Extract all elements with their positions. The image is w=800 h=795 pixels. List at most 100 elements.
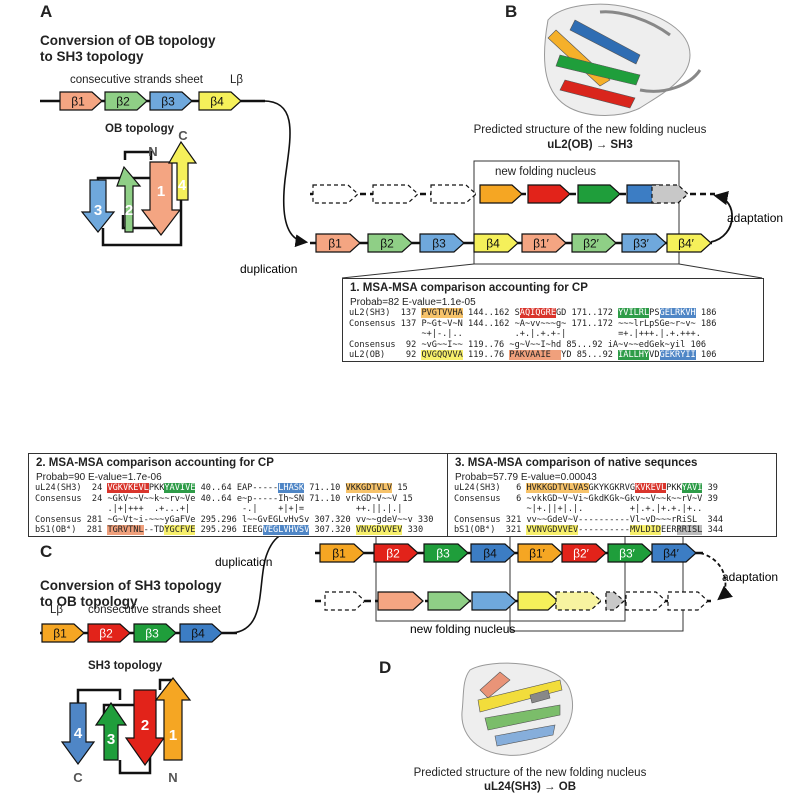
- alignment-row: bS1(OB⁴) 321 VVNVGDVVEV----------MVLDIDE…: [454, 525, 723, 536]
- range-3: 307.320: [309, 514, 356, 525]
- panel-a-strand-4-label: β4: [210, 95, 224, 109]
- panel-c-dashed-strand-7: [605, 591, 625, 611]
- seg-2: -.| +|+|=: [241, 504, 310, 515]
- seg-1: TGRVTNL: [107, 525, 144, 536]
- svg-text:4: 4: [74, 725, 83, 742]
- alignment-row: ~+|-.|.. .+.|.+.+-| =+.|+++.|.+.+++.: [349, 329, 716, 340]
- panel-a-sheet-label: consecutive strands sheet: [70, 74, 203, 86]
- range-2: 295.296: [195, 514, 242, 525]
- seg-3: =+.|+++.|.+.+++.: [618, 329, 701, 340]
- box1-stats: Probab=82 E-value=1.1e-05: [350, 297, 476, 308]
- panel-c-right-strand-5: [517, 543, 563, 563]
- row-label: bS1(OB⁴) 321: [454, 525, 527, 536]
- seg-3: YAVI: [681, 483, 703, 493]
- svg-text:N: N: [168, 770, 177, 785]
- seg-1-mid: PKK: [148, 483, 165, 493]
- seg-3: IALLHY: [618, 350, 650, 361]
- seg-2: PAKVAAIE: [509, 350, 562, 361]
- panel-b-strand-1-label: β1: [328, 237, 342, 251]
- panel-d-subcaption: uL24(SH3) → OB: [483, 781, 576, 793]
- svg-text:2: 2: [141, 717, 149, 734]
- msa-box-2: 2. MSA-MSA comparison accounting for CP …: [28, 453, 466, 537]
- sh3-strand-1: [154, 677, 192, 761]
- panel-b-strand-3-label: β3: [432, 237, 446, 251]
- panel-c-right-strand-6-label: β2′: [573, 547, 590, 561]
- panel-b-strand-8-label: β4′: [678, 237, 695, 251]
- panel-b-caption: Predicted structure of the new folding n…: [473, 124, 707, 136]
- panel-c-strand-3: [133, 623, 177, 643]
- panel-b-nucleus-strand-2: [527, 184, 571, 204]
- seg-1: VVNVGDVVEV: [526, 525, 579, 536]
- panel-b-dashed-strand-1: [312, 184, 359, 204]
- seg-1-mid: --TD: [143, 525, 165, 536]
- msa-box-1: 1. MSA-MSA comparison accounting for CP …: [342, 278, 764, 362]
- range-2: [195, 504, 242, 514]
- row-label: Consensus 281: [35, 514, 108, 525]
- panel-b-strand-7: [621, 233, 667, 253]
- seg-1: P~Gt~V~N: [421, 318, 463, 329]
- alignment-row: uL24(SH3) 6 HVKKGDTVLVASGKYKGKRVGKVKEVLP…: [454, 483, 723, 494]
- box2-alignment: uL24(SH3) 24 VGKVKEVLPKKYAVIVE 40..64 EA…: [35, 483, 433, 536]
- box3-alignment: uL24(SH3) 6 HVKKGDTVLVASGKYKGKRVGKVKEVLP…: [454, 483, 723, 536]
- row-end: 15: [392, 483, 408, 493]
- seg-3: ++.||.|.|: [355, 504, 408, 515]
- panel-a-strand-3: [149, 91, 193, 111]
- panel-b-nucleus-strand-5: [651, 184, 689, 204]
- panel-a-strand-4: [198, 91, 242, 111]
- ob-strand-4: [167, 140, 198, 201]
- seg-3: RRISL: [676, 525, 703, 536]
- range-3: 71..10: [304, 483, 346, 493]
- seg-2-pre: EAP-----: [236, 483, 279, 493]
- seg-1b: YAVIVE: [164, 483, 196, 493]
- row-end: 344: [702, 514, 724, 525]
- box2-stats: Probab=90 E-value=1.7e-06: [36, 472, 162, 483]
- panel-c-strand-1-label: β1: [53, 627, 67, 641]
- panel-c-dashed-strand-6: [555, 591, 602, 611]
- svg-text:adaptation: adaptation: [727, 211, 783, 225]
- row-label: [454, 504, 526, 514]
- panel-c-right-strand-3-label: β3: [436, 547, 450, 561]
- panel-c-strand-2-label: β2: [99, 627, 113, 641]
- panel-c-right-dashed-row: [324, 591, 709, 611]
- panel-c-right-strand-3: [423, 543, 469, 563]
- seg-1: ~G~Vt~i-~~~yGaFVe: [107, 514, 196, 525]
- seg-3: vv~~gdeV~~v: [355, 514, 413, 525]
- panel-label-a: A: [40, 2, 53, 21]
- row-label: uL24(SH3) 24: [35, 483, 108, 493]
- seg-2: MVLDID: [629, 525, 661, 536]
- svg-text:new folding nucleus: new folding nucleus: [410, 622, 515, 636]
- panel-a-strand-3-label: β3: [161, 95, 175, 109]
- row-end: [702, 504, 707, 514]
- seg-1: ~+|-.|..: [421, 329, 463, 340]
- panel-c-right-strand-2: [373, 543, 419, 563]
- seg-1: ~vG~~I~~: [421, 339, 463, 350]
- row-label: bS1(OB⁴) 281: [35, 525, 108, 536]
- seg-4: GEKRYII: [659, 350, 696, 361]
- panel-b-dashed-strand-2: [372, 184, 419, 204]
- panel-b-strand-2-label: β2: [380, 237, 394, 251]
- panel-c-right-strand-1-label: β1: [332, 547, 346, 561]
- panel-c-strand-3-label: β3: [145, 627, 159, 641]
- panel-c-strand-4: [179, 623, 223, 643]
- msa-box-3: 3. MSA-MSA comparison of native sequnces…: [447, 453, 777, 537]
- seg-1: HVKKGDTVLVAS: [526, 483, 589, 493]
- panel-a-topology-label: OB topology: [105, 123, 174, 135]
- seg-2-post: GD: [556, 308, 567, 318]
- panel-b-strand-4-label: β4: [486, 237, 500, 251]
- seg-2: VEGLVHVSV: [262, 525, 310, 536]
- panel-c-right-strand-7-label: β3′: [619, 547, 636, 561]
- seg-2: LHASK: [278, 483, 305, 493]
- row-end: 15: [397, 493, 413, 504]
- panel-a-strand-2: [104, 91, 148, 111]
- protein-structure-d: [461, 662, 574, 756]
- row-label: Consensus 321: [454, 514, 527, 525]
- panel-b-strand-7-label: β3′: [633, 237, 650, 251]
- row-end: 186: [695, 308, 717, 318]
- seg-1b: YGCFVE: [164, 525, 196, 536]
- row-end: 344: [702, 525, 724, 536]
- sh3-strand-2: [124, 689, 166, 767]
- alignment-row: Consensus 321 vv~~GdeV~V----------Vl~vD~…: [454, 515, 723, 526]
